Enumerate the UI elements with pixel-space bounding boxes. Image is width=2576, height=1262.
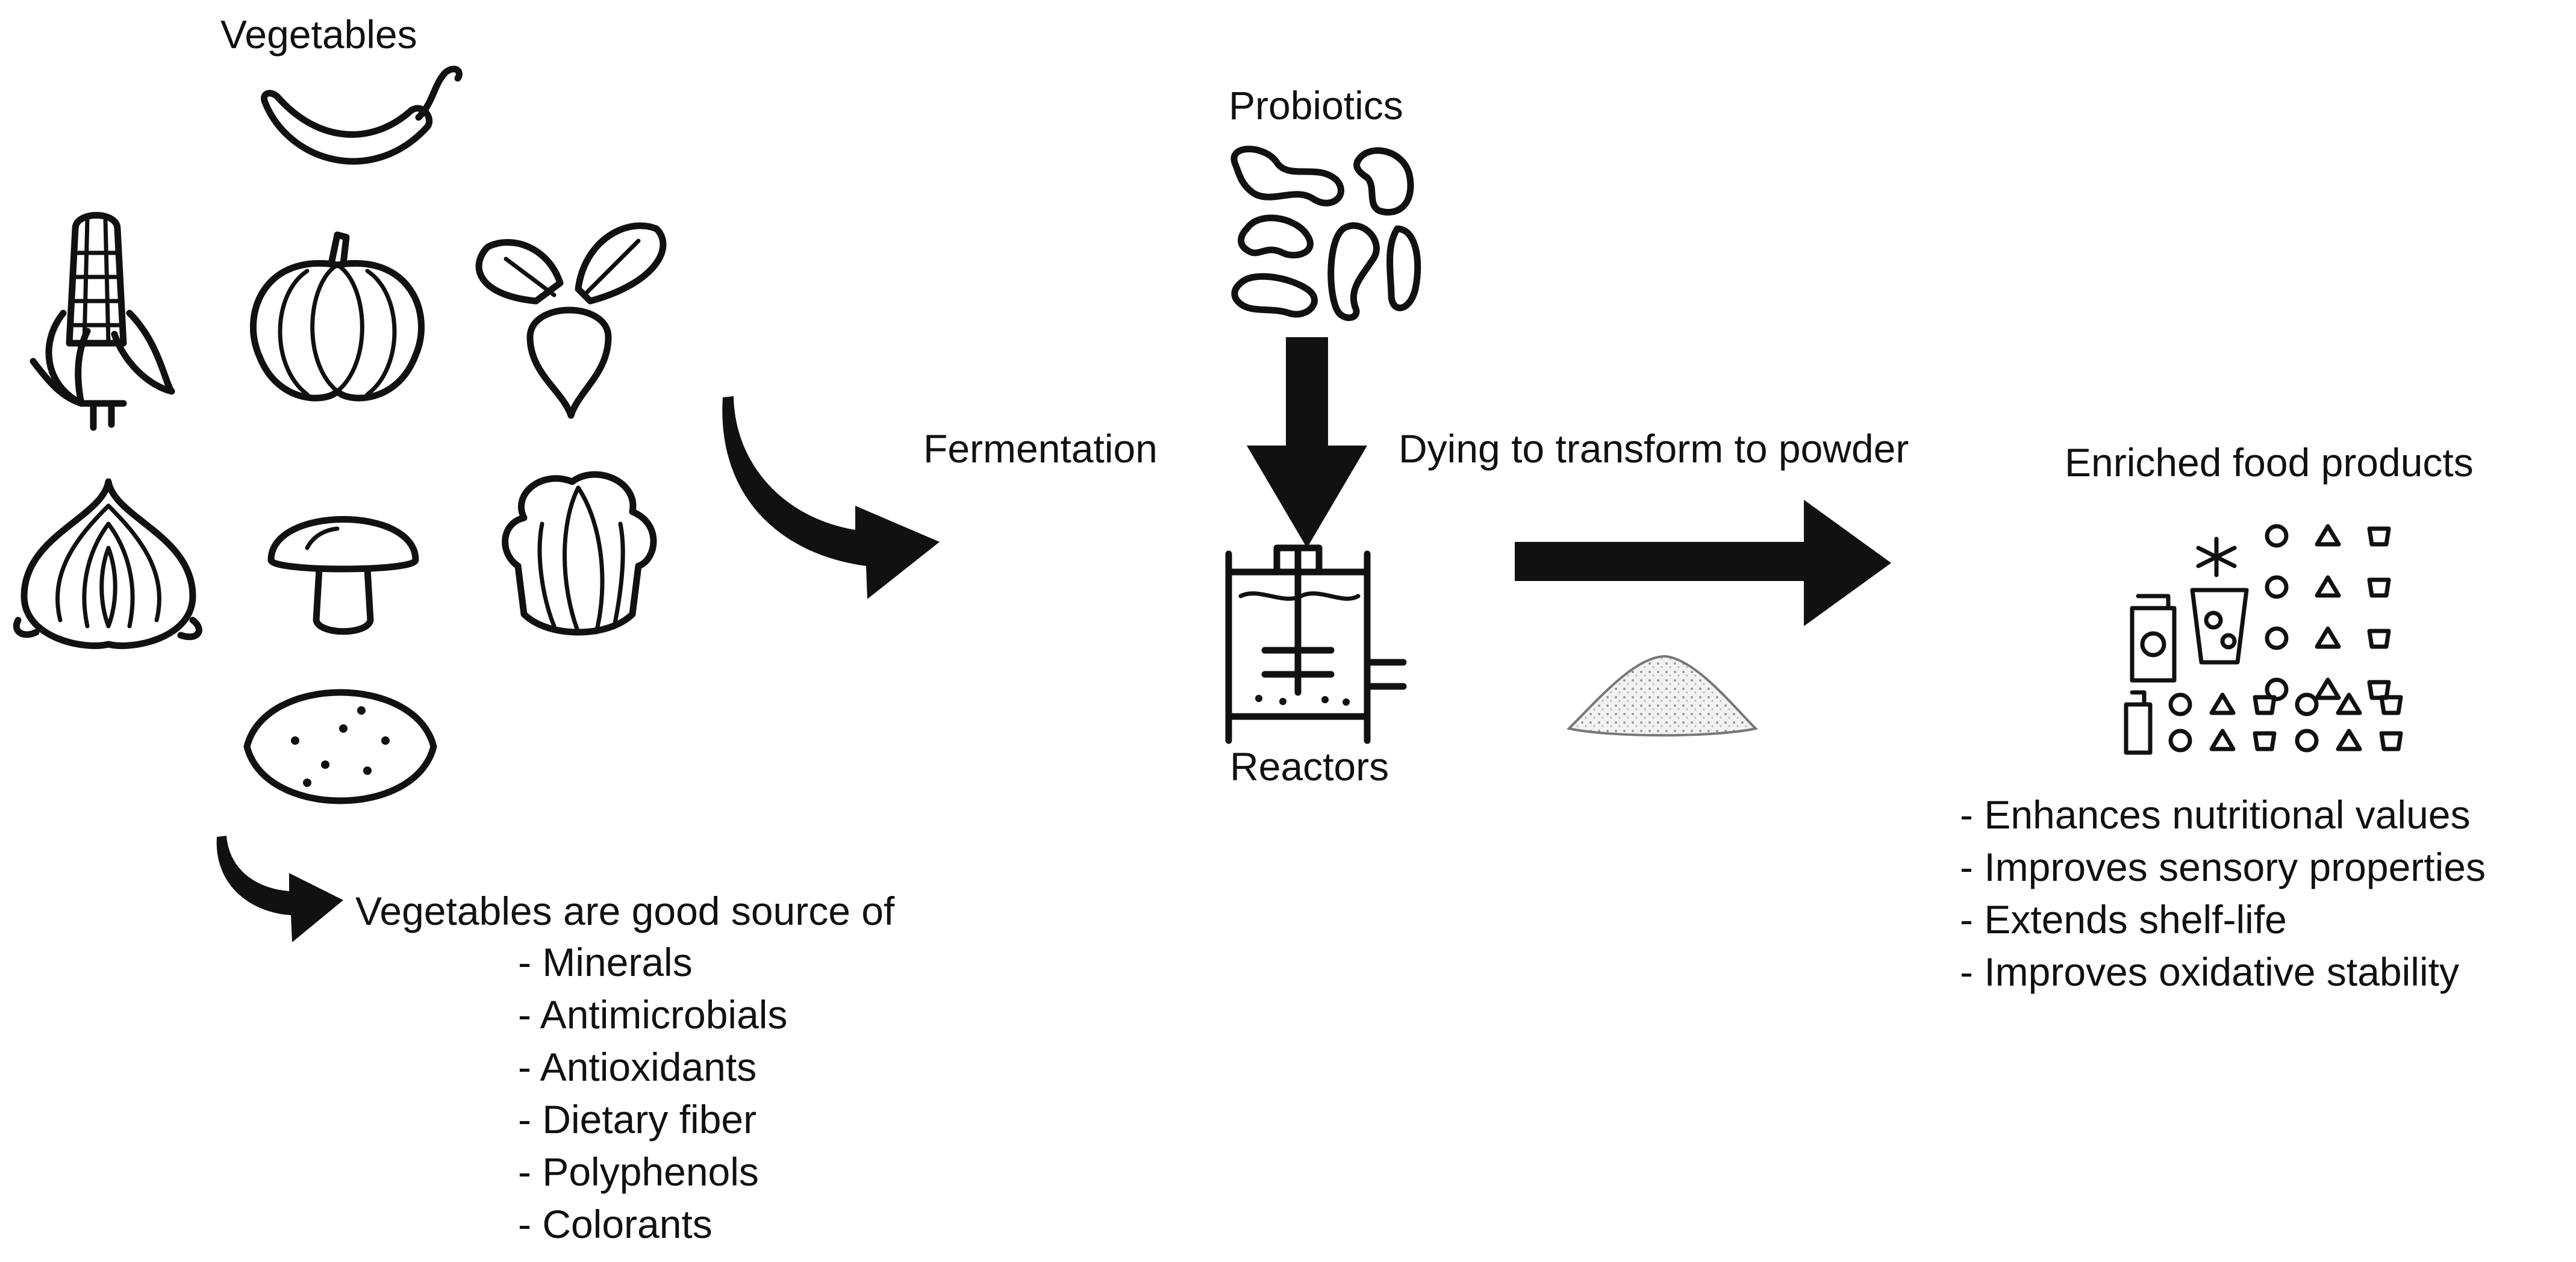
list-item: - Antioxidants bbox=[518, 1045, 757, 1089]
down-arrow-icon bbox=[1247, 337, 1367, 548]
enriched-products-label: Enriched food products bbox=[2065, 440, 2474, 485]
food-item-icon bbox=[2379, 695, 2403, 715]
list-item: - Dietary fiber bbox=[518, 1097, 757, 1142]
chili-pepper-icon bbox=[261, 66, 463, 165]
food-item-icon bbox=[2315, 575, 2341, 598]
reactor-icon bbox=[1225, 544, 1407, 744]
list-item: - Extends shelf-life bbox=[1960, 897, 2287, 942]
small-curved-arrow-icon bbox=[216, 836, 343, 942]
list-item: - Colorants bbox=[518, 1202, 713, 1246]
list-item: - Enhances nutritional values bbox=[1960, 792, 2471, 837]
source-list: - Minerals - Antimicrobials - Antioxidan… bbox=[518, 936, 787, 1251]
food-item-icon bbox=[2265, 524, 2289, 548]
food-item-icon bbox=[2295, 729, 2319, 753]
pumpkin-icon bbox=[249, 231, 425, 402]
powder-pile-icon bbox=[1566, 654, 1759, 737]
fermentation-label: Fermentation bbox=[923, 426, 1158, 471]
food-item-icon bbox=[2336, 692, 2362, 715]
food-item-icon bbox=[2209, 692, 2236, 715]
food-item-icon bbox=[2209, 729, 2236, 751]
mushroom-icon bbox=[267, 516, 419, 635]
food-item-icon bbox=[2253, 731, 2277, 751]
probiotics-label: Probiotics bbox=[1229, 83, 1403, 128]
food-item-icon bbox=[2336, 729, 2362, 751]
list-item: - Improves sensory properties bbox=[1960, 845, 2486, 889]
source-heading: Vegetables are good source of bbox=[355, 889, 895, 933]
list-item: - Antimicrobials bbox=[518, 992, 788, 1037]
lemon-icon bbox=[243, 689, 437, 804]
vegetables-label: Vegetables bbox=[220, 12, 417, 57]
food-item-icon bbox=[2168, 729, 2192, 753]
list-item: - Polyphenols bbox=[518, 1149, 759, 1194]
corn-icon bbox=[30, 212, 175, 431]
food-item-icon bbox=[2265, 575, 2289, 599]
probiotic-bacteria-icon bbox=[1230, 146, 1421, 322]
curved-arrow-icon bbox=[722, 396, 940, 599]
food-item-icon bbox=[2367, 526, 2391, 547]
list-item: - Minerals bbox=[518, 940, 693, 984]
list-item: - Improves oxidative stability bbox=[1960, 950, 2459, 994]
food-item-icon bbox=[2315, 524, 2341, 547]
right-arrow-icon bbox=[1515, 500, 1891, 626]
food-item-icon bbox=[2315, 677, 2341, 700]
benefit-list: - Enhances nutritional values - Improves… bbox=[1960, 789, 2486, 998]
food-item-icon bbox=[2253, 695, 2277, 715]
reactors-label: Reactors bbox=[1230, 744, 1389, 789]
drying-label: Dying to transform to powder bbox=[1399, 426, 1909, 471]
onion-icon bbox=[13, 478, 202, 649]
cabbage-icon bbox=[502, 471, 657, 636]
food-item-icon bbox=[2295, 692, 2319, 716]
food-item-icon bbox=[2379, 731, 2403, 751]
food-item-icon bbox=[2168, 692, 2192, 716]
food-item-icon bbox=[2315, 626, 2341, 649]
food-item-icon bbox=[2367, 629, 2391, 649]
food-item-icon bbox=[2265, 626, 2289, 650]
food-products-icon bbox=[2124, 524, 2403, 755]
food-item-icon bbox=[2367, 577, 2391, 598]
food-item-icon bbox=[2265, 677, 2289, 701]
beet-icon bbox=[475, 222, 667, 419]
